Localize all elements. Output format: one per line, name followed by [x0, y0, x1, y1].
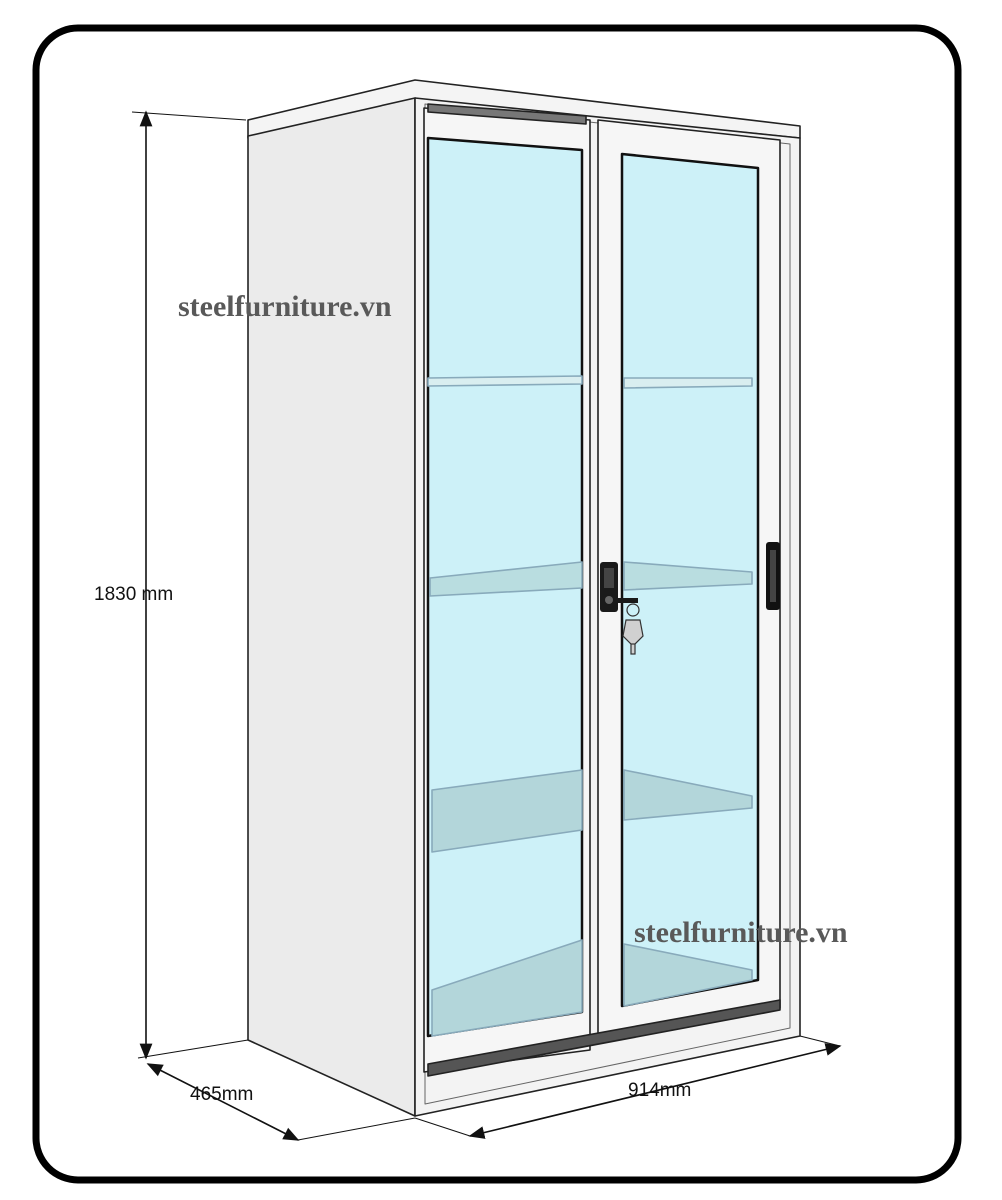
shelf: [623, 561, 753, 591]
width-extension-right: [799, 1035, 841, 1047]
cabinet: [247, 79, 801, 1117]
width-dimension-line: [468, 1043, 842, 1139]
shelf: [431, 939, 583, 1037]
lock-icon[interactable]: [600, 562, 638, 612]
top-rail: [427, 103, 587, 125]
shelf: [431, 769, 583, 853]
shelf: [623, 769, 753, 821]
watermark-top: steelfurniture.vn: [178, 290, 392, 323]
shelf: [427, 375, 583, 387]
door-handle-icon[interactable]: [766, 542, 780, 610]
width-extension-left: [414, 1117, 471, 1137]
key-icon: [622, 603, 644, 655]
height-label: 1830 mm: [94, 584, 173, 605]
shelf: [429, 561, 583, 597]
shelf: [623, 377, 753, 389]
depth-extension: [297, 1117, 416, 1141]
cabinet-side-panel: [247, 97, 416, 1117]
width-label: 914mm: [628, 1080, 691, 1101]
height-extension-bottom: [137, 1039, 249, 1059]
depth-dimension-line: [146, 1063, 300, 1141]
shelf: [623, 943, 753, 1007]
watermark-bottom: steelfurniture.vn: [634, 916, 848, 949]
depth-label: 465mm: [190, 1084, 253, 1105]
height-extension-top: [131, 111, 247, 121]
